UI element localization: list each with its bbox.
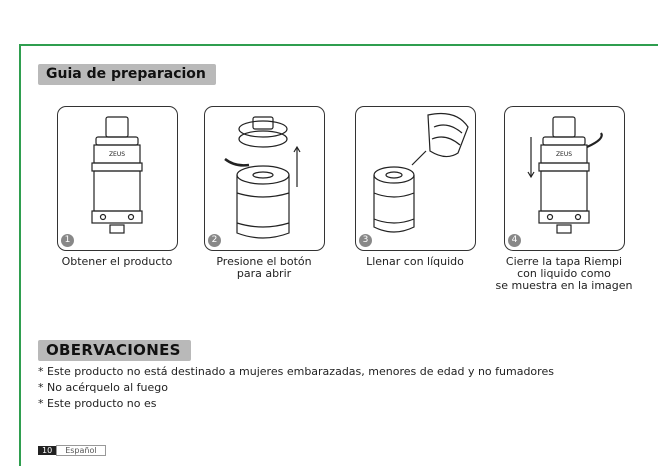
page-frame [19,44,658,466]
observation-item: * Este producto no está destinado a muje… [38,365,554,378]
step-number-badge: 1 [61,234,74,247]
observation-item: * No acérquelo al fuego [38,381,168,394]
svg-text:ZEUS: ZEUS [556,151,572,158]
page-number: 10 [38,446,57,455]
observations-title: OBERVACIONES [38,340,191,361]
step-number-badge: 3 [359,234,372,247]
step-4-panel: ZEUS 4 [504,106,625,251]
step-number-badge: 2 [208,234,221,247]
close-tank-illustration: ZEUS [527,116,603,234]
fill-liquid-illustration [373,112,469,233]
observation-item: * Este producto no es [38,397,157,410]
observations-list: * Este producto no está destinado a muje… [38,364,554,412]
step-number-badge: 4 [508,234,521,247]
guide-title: Guia de preparacion [38,64,216,85]
svg-text:ZEUS: ZEUS [109,151,125,158]
step-2-caption: Presione el botón para abrir [216,255,312,280]
step-1-panel: ZEUS 1 [57,106,178,251]
language-label: Español [56,445,106,456]
step-4-caption: Cierre la tapa Riempi con liquido como s… [495,255,633,292]
step-2-panel: 2 [204,106,325,251]
step-1-caption: Obtener el producto [61,255,173,268]
step-3-caption: Llenar con líquido [366,255,464,268]
open-tank-illustration [224,116,301,239]
tank-illustration: ZEUS [91,116,143,234]
step-3-panel: 3 [355,106,476,251]
